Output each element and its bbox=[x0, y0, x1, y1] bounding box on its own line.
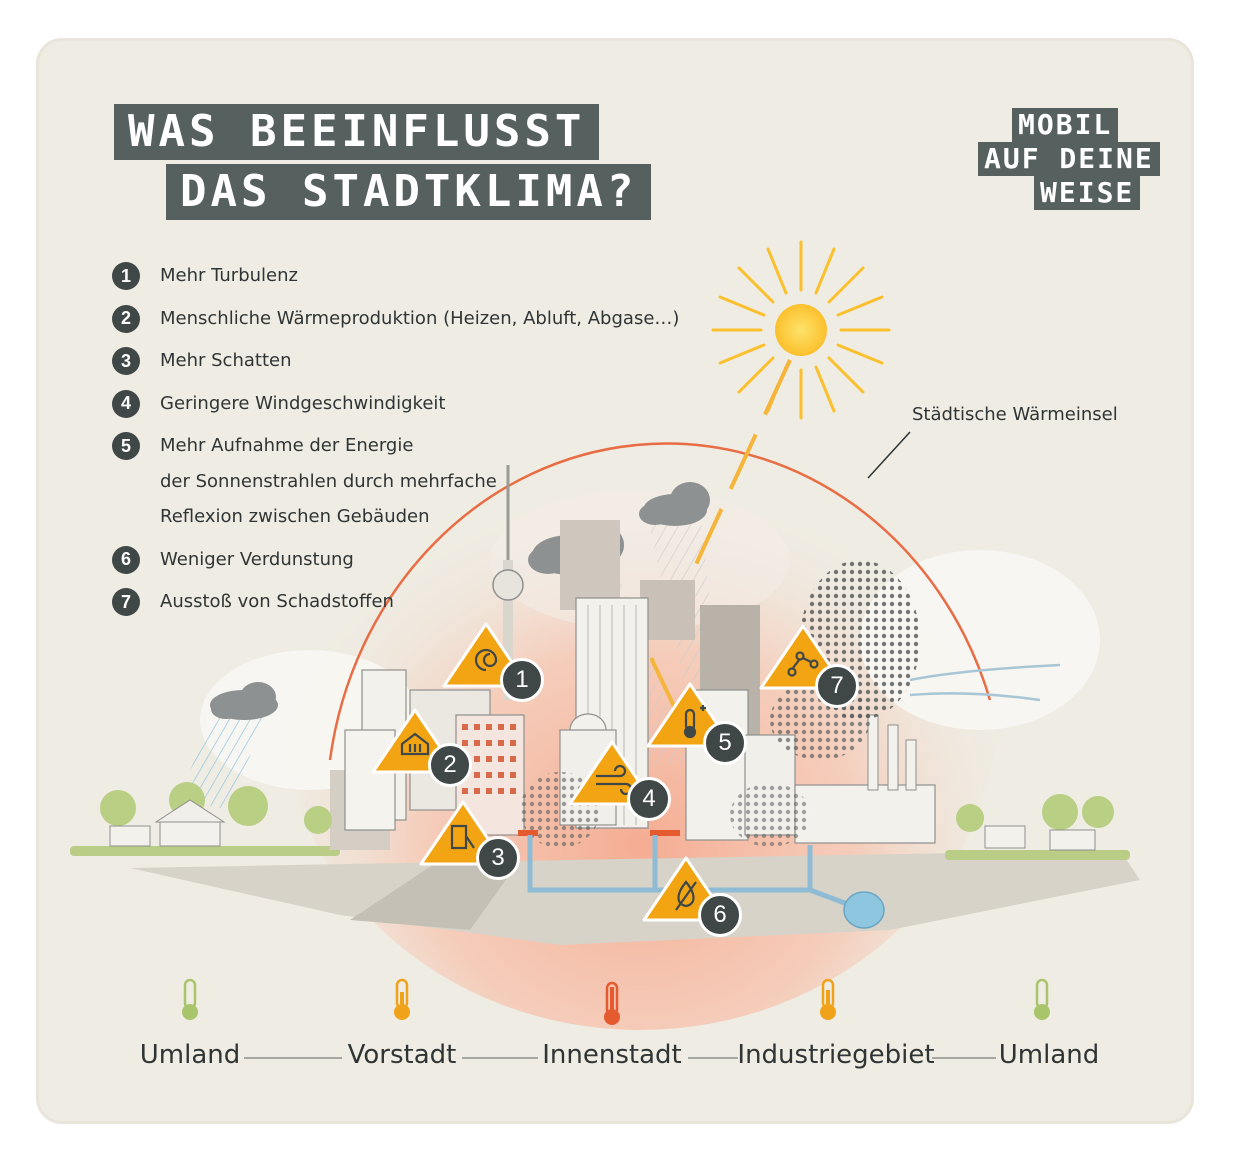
thermometer-industriegebiet-icon bbox=[820, 978, 836, 1020]
factory bbox=[794, 784, 936, 844]
no-evaporation-icon bbox=[675, 880, 697, 911]
legend-text: Ausstoß von Schadstoffen bbox=[160, 591, 394, 612]
legend-text: Menschliche Wärmeproduktion (Heizen, Abl… bbox=[160, 307, 680, 329]
legend-item: 1 Mehr Turbulenz bbox=[112, 262, 679, 294]
legend-text: der Sonnenstrahlen durch mehrfache bbox=[160, 470, 497, 492]
legend: 1 Mehr Turbulenz 2 Menschliche Wärmeprod… bbox=[112, 262, 679, 631]
heating-icon bbox=[400, 732, 430, 756]
thermometer-plus-icon bbox=[683, 705, 706, 739]
heat-island-label: Städtische Wärmeinsel bbox=[912, 404, 1118, 425]
water-reservoir bbox=[843, 891, 885, 929]
marker-number-4: 4 bbox=[627, 777, 671, 821]
rain-cloud-small bbox=[210, 682, 278, 720]
marker-number-6: 6 bbox=[698, 893, 742, 937]
legend-number: 7 bbox=[112, 588, 140, 616]
legend-number: 5 bbox=[112, 432, 140, 460]
pollutant-icon bbox=[787, 651, 819, 677]
sun bbox=[711, 240, 891, 420]
trees-left bbox=[100, 782, 332, 847]
zone-label-vorstadt: Vorstadt bbox=[347, 1040, 457, 1070]
legend-item: 6 Weniger Verdunstung bbox=[112, 545, 679, 578]
ground-shadow bbox=[130, 850, 1140, 945]
title-line-1: WAS BEEINFLUSST bbox=[114, 104, 600, 160]
thermometer-vorstadt-icon bbox=[394, 978, 410, 1020]
logo-line-3: WEISE bbox=[1034, 176, 1141, 210]
legend-text: Mehr Turbulenz bbox=[160, 265, 298, 286]
grass-right bbox=[945, 850, 1130, 860]
grass-left bbox=[70, 846, 340, 856]
turbulence-icon bbox=[474, 648, 498, 672]
thermometer-umland-left-icon bbox=[182, 978, 198, 1020]
zone-label-umland-left: Umland bbox=[139, 1040, 241, 1070]
rain-cloud bbox=[639, 482, 710, 526]
trees-right bbox=[956, 794, 1114, 851]
legend-item: 7 Ausstoß von Schadstoffen bbox=[112, 588, 679, 620]
legend-text: Weniger Verdunstung bbox=[160, 548, 354, 570]
thermometer-innenstadt-icon bbox=[604, 981, 620, 1025]
marker-number-1: 1 bbox=[500, 658, 544, 702]
heat-island-pointer bbox=[867, 431, 911, 479]
sun-ray bbox=[649, 359, 792, 741]
marker-number-7: 7 bbox=[815, 664, 859, 708]
legend-item: 3 Mehr Schatten bbox=[112, 347, 679, 379]
legend-number: 1 bbox=[112, 262, 140, 290]
zone-label-innenstadt: Innenstadt bbox=[542, 1040, 682, 1070]
zone-label-industriegebiet: Industriegebiet bbox=[737, 1040, 935, 1070]
legend-item: 5 Mehr Aufnahme der Energie der Sonnenst… bbox=[112, 432, 679, 535]
zone-label-umland-right: Umland bbox=[998, 1040, 1100, 1070]
title-line-2: DAS STADTKLIMA? bbox=[166, 164, 652, 220]
marker-number-3: 3 bbox=[476, 836, 520, 880]
legend-number: 4 bbox=[112, 389, 140, 418]
background-cloud bbox=[860, 550, 1100, 730]
thermometer-umland-right-icon bbox=[1034, 978, 1050, 1020]
logo-line-2: AUF DEINE bbox=[978, 142, 1160, 176]
legend-number: 2 bbox=[112, 304, 140, 333]
legend-number: 6 bbox=[112, 545, 140, 574]
legend-text: Mehr Schatten bbox=[160, 350, 292, 371]
legend-text: Reflexion zwischen Gebäuden bbox=[160, 506, 430, 527]
legend-text: Geringere Windgeschwindigkeit bbox=[160, 392, 446, 414]
heat-island-arc bbox=[328, 442, 992, 761]
logo-line-1: MOBIL bbox=[1012, 108, 1119, 142]
legend-number: 3 bbox=[112, 347, 140, 375]
legend-text: Mehr Aufnahme der Energie bbox=[160, 435, 414, 456]
marker-number-2: 2 bbox=[428, 743, 472, 787]
shade-building-icon bbox=[450, 824, 475, 850]
marker-number-5: 5 bbox=[703, 721, 747, 765]
legend-item: 2 Menschliche Wärmeproduktion (Heizen, A… bbox=[112, 304, 679, 337]
legend-item: 4 Geringere Windgeschwindigkeit bbox=[112, 389, 679, 422]
